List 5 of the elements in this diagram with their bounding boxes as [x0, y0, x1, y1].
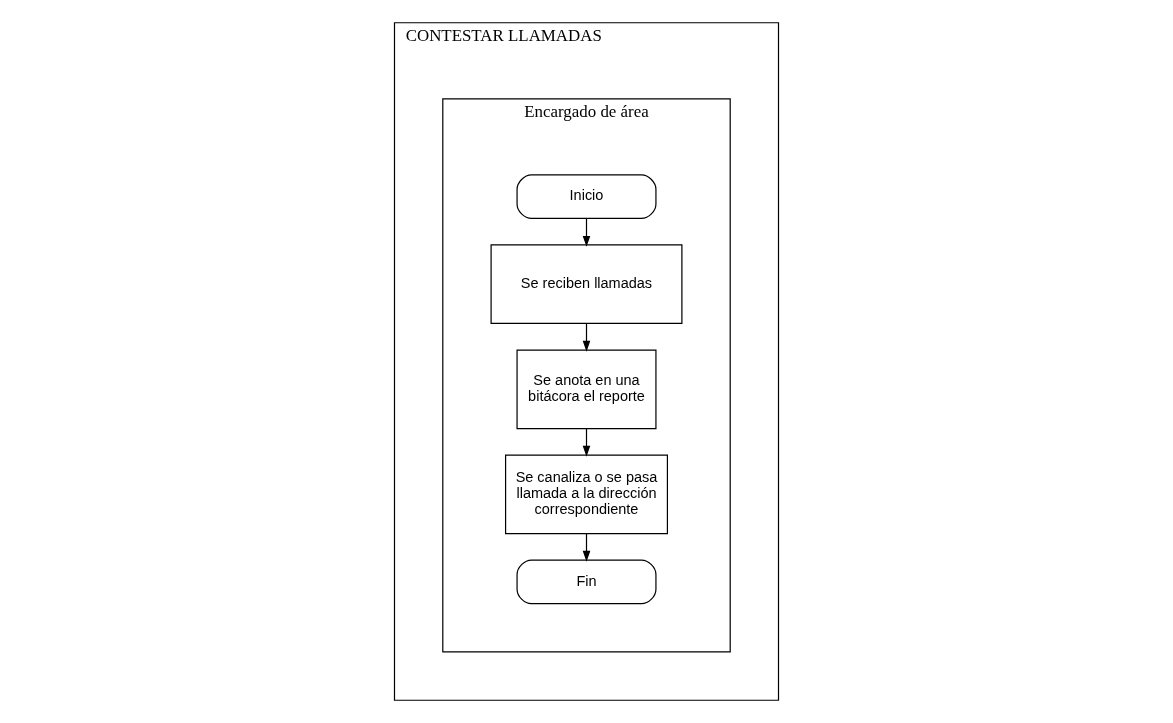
node-box: Fin — [516, 559, 657, 605]
node-box: Inicio — [516, 174, 657, 219]
node-box: Se canaliza o se pasa llamada a la dirección correspondiente — [505, 454, 668, 535]
node-box: Se anota en una bitácora el reporte — [516, 349, 657, 430]
node-box: Se reciben llamadas — [490, 244, 683, 325]
